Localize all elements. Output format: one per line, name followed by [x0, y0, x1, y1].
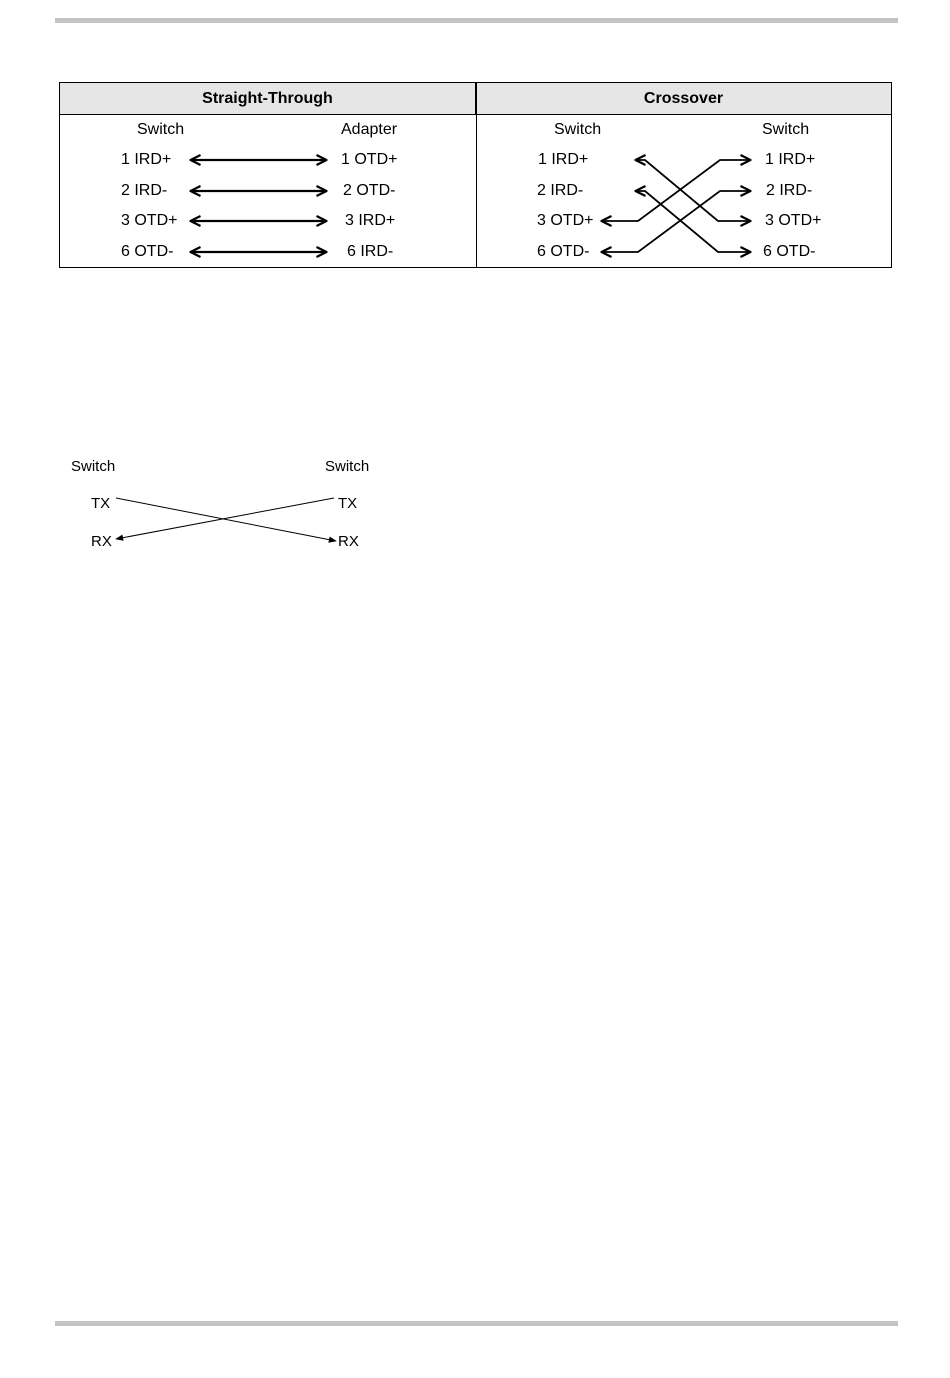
footer-rule — [55, 1321, 898, 1326]
wiring-arrows — [60, 83, 893, 269]
header-rule — [55, 18, 898, 23]
cable-wiring-table: Straight-Through Crossover Switch Adapte… — [59, 82, 892, 268]
tx-rx-crossover-diagram: Switch Switch TX RX TX RX — [60, 455, 390, 555]
left-tx-to-right-rx — [116, 498, 336, 541]
tx-rx-lines — [60, 455, 390, 555]
